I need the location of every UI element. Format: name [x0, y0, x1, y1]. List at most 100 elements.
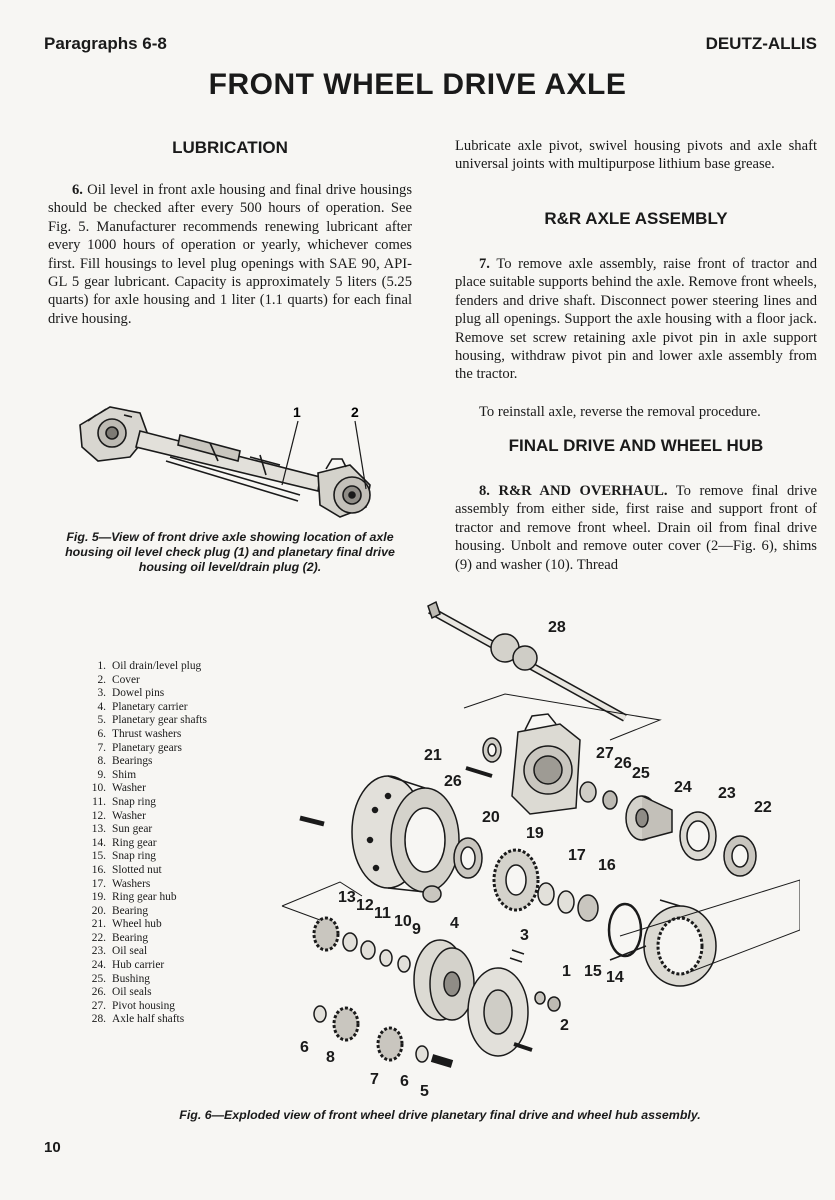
- paragraph-6-number: 6.: [72, 182, 83, 198]
- legend-item-label: Pivot housing: [112, 999, 175, 1012]
- legend-item-label: Oil drain/level plug: [112, 660, 202, 672]
- legend-item: 20. Bearing: [80, 905, 225, 919]
- paragraph-6: 6. Oil level in front axle housing and f…: [48, 181, 412, 328]
- legend-item-label: Snap ring: [112, 795, 156, 808]
- legend-item: 4. Planetary carrier: [80, 701, 225, 715]
- legend-item-number: 7.: [97, 741, 106, 754]
- legend-item-number: 14.: [91, 836, 106, 849]
- fig6-callout-3: 3: [520, 927, 529, 944]
- legend-item: 16.Slotted nut: [80, 864, 225, 878]
- fig6-callout-19: 19: [526, 825, 544, 842]
- pivot-housing: [511, 713, 581, 815]
- legend-item-label: Planetary gears: [112, 741, 182, 754]
- legend-item: 2. Cover: [80, 674, 225, 688]
- legend-item-number: 26.: [91, 986, 106, 999]
- fig6-legend: 1. Oil drain/level plug 2. Cover 3. Dowel pin…: [80, 660, 225, 1027]
- fig6-callout-17: 17: [568, 847, 586, 864]
- legend-item-label: Washer: [112, 782, 146, 795]
- legend-item-label: Bushing: [112, 972, 150, 985]
- legend-item-label: Oil seal: [112, 945, 148, 958]
- fig6-callout-20: 20: [482, 809, 500, 826]
- fig6-callout-26: 26: [444, 773, 462, 790]
- fig6-callout-4: 4: [450, 915, 459, 932]
- legend-item-label: Ring gear: [112, 836, 157, 849]
- ring-gear-hub: [492, 848, 540, 912]
- fig6-callout-6-lower: 6: [400, 1073, 409, 1090]
- legend-item: 7. Planetary gears: [80, 742, 225, 756]
- legend-item-label: Planetary gear shafts: [112, 714, 207, 727]
- legend-item: 21. Wheel hub: [80, 918, 225, 932]
- ring-gear: [609, 899, 717, 987]
- legend-item-number: 2.: [97, 673, 106, 686]
- legend-item-number: 12.: [91, 809, 106, 822]
- legend-item-number: 13.: [91, 823, 106, 836]
- legend-item: 9.Shim: [80, 769, 225, 783]
- fig6-callout-10: 10: [394, 913, 412, 930]
- fig6-callout-1: 1: [562, 963, 571, 980]
- legend-item-number: 17.: [91, 877, 106, 890]
- legend-item-number: 11.: [92, 795, 106, 808]
- legend-item: 3. Dowel pins: [80, 687, 225, 701]
- final-drive-heading: FINAL DRIVE AND WHEEL HUB: [508, 436, 764, 455]
- legend-item-label: Cover: [112, 673, 140, 686]
- legend-item-number: 4.: [97, 700, 106, 713]
- axle-half-shaft: [427, 600, 627, 722]
- fig6-callout-22: 22: [754, 799, 772, 816]
- legend-item-number: 3.: [97, 687, 106, 700]
- legend-item: 10.Washer: [80, 782, 225, 796]
- legend-item-label: Slotted nut: [112, 863, 162, 876]
- fig6-callout-21: 21: [424, 747, 442, 764]
- legend-item: 26. Oil seals: [80, 986, 225, 1000]
- legend-item-number: 23.: [91, 945, 106, 958]
- legend-item-number: 20.: [91, 904, 106, 917]
- planetary-carrier: [413, 939, 475, 1021]
- fig6-callout-25: 25: [632, 765, 650, 782]
- paragraph-8-number: 8.: [479, 483, 490, 499]
- legend-item-number: 5.: [97, 714, 106, 727]
- legend-item-label: Bearing: [112, 904, 149, 917]
- legend-item-number: 21.: [91, 918, 106, 931]
- legend-item: 15.Snap ring: [80, 850, 225, 864]
- fig6-callout-24: 24: [674, 779, 692, 796]
- legend-item-number: 1.: [97, 660, 106, 672]
- legend-item-number: 15.: [91, 850, 106, 863]
- fig6-callout-5: 5: [420, 1083, 429, 1100]
- fig6-callout-26-right: 26: [614, 755, 632, 772]
- legend-item-label: Wheel hub: [112, 918, 162, 931]
- paragraph-7-text: To remove axle assembly, raise front of …: [455, 256, 818, 383]
- paragraph-8-text: To remove final drive assembly from eith…: [455, 483, 817, 573]
- legend-item-label: Shim: [112, 768, 137, 781]
- legend-item-number: 28.: [91, 1013, 106, 1026]
- legend-item-label: Planetary carrier: [112, 700, 188, 713]
- fig5-caption: Fig. 5—View of front drive axle showing …: [65, 530, 395, 574]
- fig6-callout-23: 23: [718, 785, 736, 802]
- legend-item-number: 25.: [91, 972, 106, 985]
- legend-item: 13.Sun gear: [80, 823, 225, 837]
- legend-item-label: Oil seals: [112, 986, 152, 999]
- legend-item-number: 22.: [91, 931, 106, 944]
- fig6-callout-8: 8: [326, 1049, 335, 1066]
- paragraph-8: 8. R&R AND OVERHAUL. To remove final dri…: [455, 482, 817, 574]
- legend-item: 25. Bushing: [80, 973, 225, 987]
- legend-item: 27. Pivot housing: [80, 1000, 225, 1014]
- legend-item: 8.Bearings: [80, 755, 225, 769]
- legend-item: 19.Ring gear hub: [80, 891, 225, 905]
- paragraph-7: 7. To remove axle assembly, raise front …: [455, 255, 817, 384]
- fig6-callout-2: 2: [560, 1017, 569, 1034]
- fig5-callout-1: 1: [293, 404, 301, 420]
- legend-item-number: 6.: [97, 727, 106, 740]
- legend-item-number: 24.: [91, 959, 106, 972]
- legend-item-number: 8.: [97, 755, 106, 768]
- fig6-callout-13: 13: [338, 889, 356, 906]
- lubrication-heading: LUBRICATION: [172, 138, 288, 157]
- reinstall-text: To reinstall axle, reverse the removal p…: [479, 404, 761, 420]
- fig6-callout-14: 14: [606, 969, 624, 986]
- fig6-callout-12: 12: [356, 897, 374, 914]
- page-number: 10: [44, 1139, 61, 1156]
- fig5-callout-2: 2: [351, 404, 359, 420]
- legend-item-label: Dowel pins: [112, 687, 165, 700]
- legend-item: 28.Axle half shafts: [80, 1013, 225, 1027]
- legend-item-label: Ring gear hub: [112, 891, 177, 904]
- legend-item-number: 27.: [91, 999, 106, 1012]
- paragraph-6-text: Oil level in front axle housing and fina…: [48, 182, 412, 327]
